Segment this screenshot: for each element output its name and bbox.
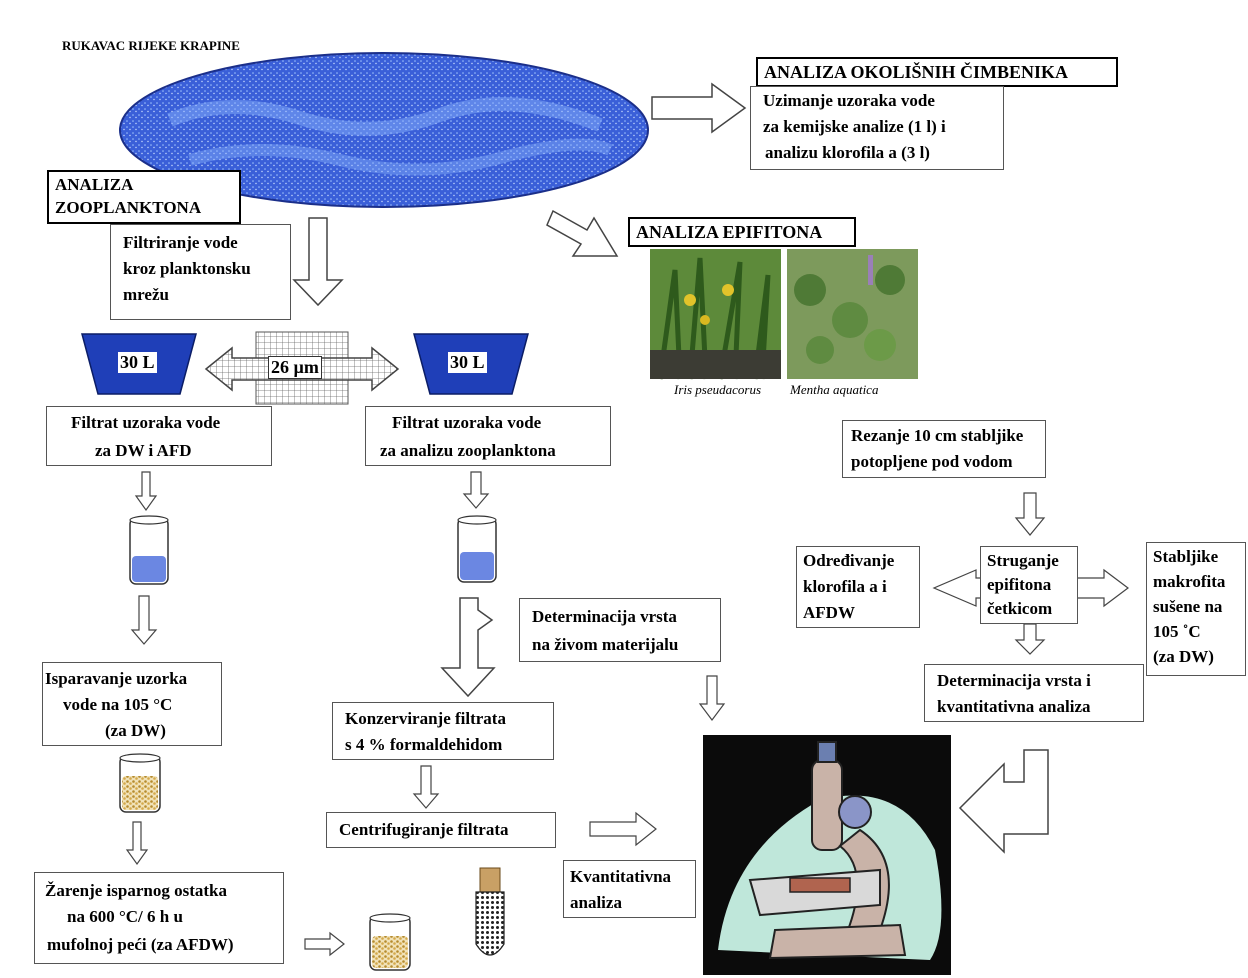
bucket-left-label: 30 L	[118, 352, 157, 373]
epiphyton-heading: ANALIZA EPIFITONA	[636, 222, 823, 242]
preservation-line-1: Konzerviranje filtrata	[345, 709, 506, 728]
stems-line-5: (za DW)	[1153, 647, 1214, 666]
scraping-box: Struganje epifitona četkicom	[980, 546, 1078, 624]
scraping-line-3: četkicom	[987, 599, 1053, 618]
arrow-right-stems	[1069, 568, 1129, 608]
beaker-dry-residue	[119, 753, 161, 813]
plant1-caption: Iris pseudacorus	[674, 382, 762, 397]
beaker-ash	[369, 913, 411, 971]
page-title: RUKAVAC RIJEKE KRAPINE	[62, 38, 240, 53]
filtrate-zoo-box: Filtrat uzoraka vode za analizu zooplank…	[365, 406, 611, 466]
microscope-illustration	[703, 735, 951, 975]
cutting-box: Rezanje 10 cm stabljike potopljene pod v…	[842, 420, 1046, 478]
ignition-line-3: mufolnoj peći (za AFDW)	[47, 935, 234, 954]
chlorophyll-line-1: Određivanje	[803, 551, 895, 570]
centrifuge-label: Centrifugiranje filtrata	[339, 820, 509, 839]
filtrate-zoo-line-2: za analizu zooplanktona	[380, 441, 556, 460]
zooplankton-heading-box: ANALIZA ZOOPLANKTONA	[47, 170, 241, 224]
determination-live-line-1: Determinacija vrsta	[532, 607, 677, 626]
chlorophyll-line-2: klorofila a i	[803, 577, 887, 596]
chlorophyll-line-3: AFDW	[803, 603, 855, 622]
filtrate-zoo-line-1: Filtrat uzoraka vode	[392, 413, 542, 432]
arrow-right-environment	[651, 82, 747, 134]
scraping-line-1: Struganje	[987, 551, 1059, 570]
filtrate-dw-line-2: za DW i AFD	[95, 441, 192, 460]
quantitative-box: Kvantitativna analiza	[563, 860, 696, 918]
ignition-box: Žarenje isparnog ostatka na 600 °C/ 6 h …	[34, 872, 284, 964]
evaporation-box: Isparavanje uzorka vode na 105 °C (za DW…	[42, 662, 222, 746]
epiphyton-determination-line-1: Determinacija vrsta i	[937, 671, 1091, 690]
arrow-diag-epiphyton	[546, 209, 619, 257]
arrow-down-3	[125, 821, 149, 866]
ignition-line-2: na 600 °C/ 6 h u	[67, 907, 183, 926]
filter-line-2: kroz planktonsku	[123, 259, 251, 278]
river-water-ellipse	[119, 52, 649, 208]
quantitative-line-2: analiza	[570, 893, 622, 912]
environment-heading: ANALIZA OKOLIŠNIH ČIMBENIKA	[764, 62, 1069, 82]
arrow-elbow-microscope	[958, 749, 1049, 854]
epiphyton-determination-box: Determinacija vrsta i kvantitativna anal…	[924, 664, 1144, 722]
photo-iris-pseudacorus	[650, 249, 781, 380]
environment-line-1: Uzimanje uzoraka vode	[763, 91, 935, 110]
filtrate-dw-box: Filtrat uzoraka vode za DW i AFD	[46, 406, 272, 466]
bucket-right-label: 30 L	[448, 352, 487, 373]
evaporation-line-1: Isparavanje uzorka	[45, 669, 188, 688]
evaporation-line-3: (za DW)	[105, 721, 166, 740]
filter-box: Filtriranje vode kroz planktonsku mrežu	[110, 224, 291, 320]
photo-mentha-aquatica	[787, 249, 918, 379]
filter-line-3: mrežu	[123, 285, 169, 304]
ignition-line-1: Žarenje isparnog ostatka	[45, 881, 227, 900]
arrow-down-5	[412, 765, 440, 809]
preservation-box: Konzerviranje filtrata s 4 % formaldehid…	[332, 702, 554, 760]
stems-line-2: makrofita	[1153, 572, 1226, 591]
beaker-dw	[129, 515, 169, 585]
centrifuge-tube	[475, 867, 505, 956]
arrow-down-7	[1014, 492, 1046, 536]
preservation-line-2: s 4 % formaldehidom	[345, 735, 503, 754]
arrow-down-4	[462, 471, 490, 509]
stems-line-3: sušene na	[1153, 597, 1223, 616]
beaker-zoo	[457, 515, 497, 583]
arrow-right-centrifuge	[589, 811, 657, 847]
quantitative-line-1: Kvantitativna	[570, 867, 672, 886]
arrow-down-big-preserve	[440, 597, 496, 698]
arrow-right-ash	[304, 931, 345, 957]
arrow-down-1	[134, 471, 158, 512]
arrow-down-8	[1014, 623, 1046, 655]
arrow-down-2	[130, 595, 158, 645]
cutting-line-1: Rezanje 10 cm stabljike	[851, 426, 1024, 445]
chlorophyll-box: Određivanje klorofila a i AFDW	[796, 546, 920, 628]
environment-heading-box: ANALIZA OKOLIŠNIH ČIMBENIKA	[756, 57, 1118, 87]
environment-line-3: analizu klorofila a (3 l)	[765, 143, 930, 162]
zooplankton-heading-1: ANALIZA	[55, 175, 134, 194]
zooplankton-heading-2: ZOOPLANKTONA	[55, 198, 202, 217]
filter-line-1: Filtriranje vode	[123, 233, 238, 252]
environment-box: Uzimanje uzoraka vode za kemijske analiz…	[750, 86, 1004, 170]
epiphyton-heading-box: ANALIZA EPIFITONA	[628, 217, 856, 247]
environment-line-2: za kemijske analize (1 l) i	[763, 117, 946, 136]
plant2-caption: Mentha aquatica	[790, 382, 879, 397]
filtrate-dw-line-1: Filtrat uzoraka vode	[71, 413, 221, 432]
cutting-line-2: potopljene pod vodom	[851, 452, 1013, 471]
determination-live-box: Determinacija vrsta na živom materijalu	[519, 598, 721, 662]
scraping-line-2: epifitona	[987, 575, 1052, 594]
mesh-label: 26 µm	[268, 356, 322, 379]
evaporation-line-2: vode na 105 °C	[63, 695, 173, 714]
arrow-down-filter	[292, 217, 344, 307]
stems-line-1: Stabljike	[1153, 547, 1219, 566]
stems-line-4: 105 ˚C	[1153, 622, 1201, 641]
epiphyton-determination-line-2: kvantitativna analiza	[937, 697, 1091, 716]
arrow-down-6	[698, 675, 726, 721]
stems-box: Stabljike makrofita sušene na 105 ˚C (za…	[1146, 542, 1246, 676]
centrifuge-box: Centrifugiranje filtrata	[326, 812, 556, 848]
determination-live-line-2: na živom materijalu	[532, 635, 679, 654]
